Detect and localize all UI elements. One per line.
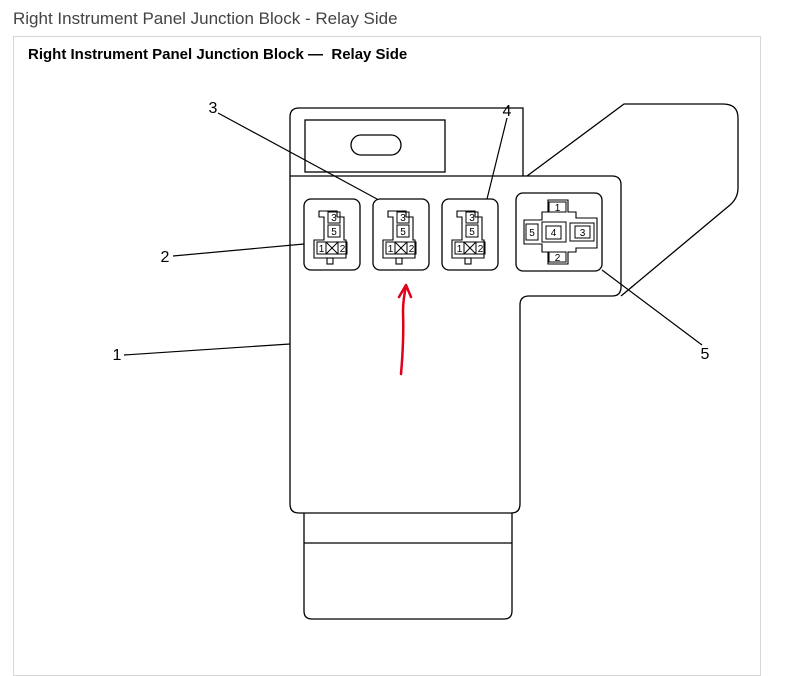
relay-2: 3 5 1 2 [372,198,430,271]
relay-1: 3 5 1 2 [303,198,361,271]
large-relay: 1 5 4 3 2 [515,192,603,272]
leader-line-3 [217,112,378,200]
relay-2-pin-left: 1 [388,244,394,255]
red-annotation-arrow [397,283,413,376]
top-slot-frame [304,119,446,173]
relay-1-pin-top: 3 [331,213,337,224]
junction-block-diagram: 3 5 1 2 3 5 1 2 3 5 1 2 [113,100,739,620]
junction-block-housing [289,107,622,514]
leader-line-1 [123,343,291,356]
relay-3-pin-top: 3 [469,213,475,224]
leader-line-5 [601,269,703,346]
leader-line-4 [486,117,508,200]
relay-3-pin-mid: 5 [469,227,475,238]
mounting-bracket [526,103,739,297]
relay-1-pin-mid: 5 [331,227,337,238]
large-relay-pin-bottom: 2 [555,253,561,264]
bottom-extension [303,513,513,620]
leader-line-2 [172,243,305,257]
large-relay-pin-right: 3 [580,228,586,239]
large-relay-pin-center: 4 [551,228,557,239]
relay-3: 3 5 1 2 [441,198,499,271]
relay-2-pin-top: 3 [400,213,406,224]
relay-1-pin-right: 2 [340,244,346,255]
figure-frame: Right Instrument Panel Junction Block — … [13,36,761,676]
large-relay-pin-left: 5 [529,228,535,239]
relay-2-pin-right: 2 [409,244,415,255]
relay-3-pin-right: 2 [478,244,484,255]
relay-2-pin-mid: 5 [400,227,406,238]
callout-1: 1 [113,347,122,364]
callout-5: 5 [701,346,710,363]
callout-3: 3 [209,100,218,117]
relay-3-pin-left: 1 [457,244,463,255]
relay-1-pin-left: 1 [319,244,325,255]
callout-4: 4 [503,103,512,120]
large-relay-pin-top: 1 [555,203,561,214]
callout-2: 2 [161,249,170,266]
top-slot-opening [350,134,402,156]
figure-title: Right Instrument Panel Junction Block — … [28,46,408,63]
page-caption: Right Instrument Panel Junction Block - … [13,9,398,28]
